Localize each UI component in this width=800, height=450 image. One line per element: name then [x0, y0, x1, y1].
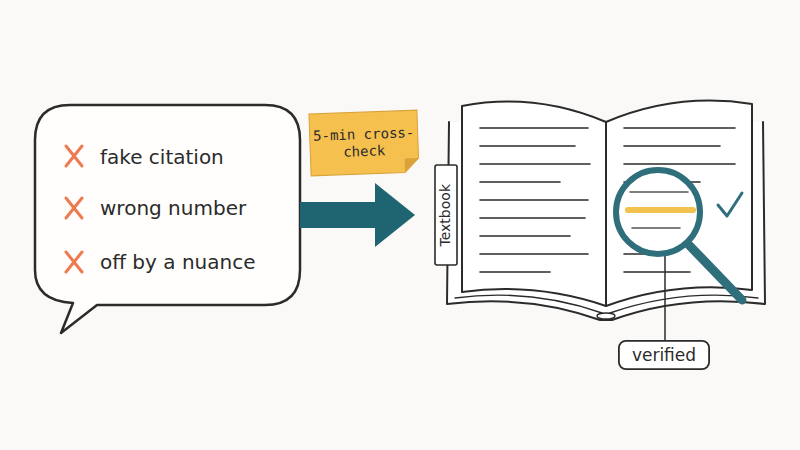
speech-bubble-text: off by a nuance	[100, 250, 290, 274]
sticky-note-text: 5-min cross-check	[309, 124, 418, 162]
speech-bubble-text: wrong number	[100, 196, 290, 220]
speech-bubble-text: fake citation	[100, 145, 290, 169]
sticky-note: 5-min cross-check	[309, 110, 419, 176]
check-mark	[718, 193, 742, 216]
verified-label: verified	[618, 340, 710, 370]
block-arrow	[300, 183, 415, 247]
magnifier	[616, 170, 742, 300]
book-tab: Textbook	[435, 165, 457, 265]
book-tab-text: Textbook	[437, 184, 454, 246]
verified-label-text: verified	[632, 345, 696, 366]
leader-line	[664, 256, 666, 340]
